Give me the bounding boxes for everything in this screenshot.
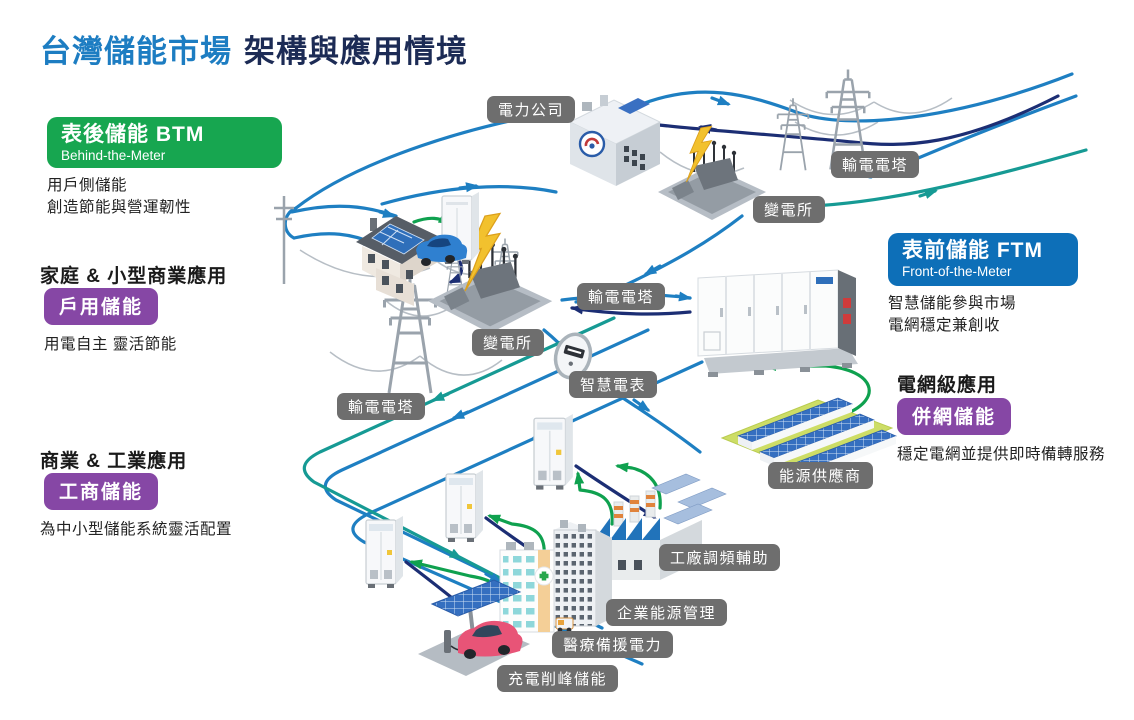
buildings-illustration bbox=[499, 520, 612, 633]
grid-description: 穩定電網並提供即時備轉服務 bbox=[897, 446, 1106, 463]
substation-ne-illustration bbox=[657, 125, 767, 221]
btm-badge: 表後儲能 BTM Behind-the-Meter bbox=[47, 117, 282, 168]
page-title: 台灣儲能市場架構與應用情境 bbox=[40, 26, 468, 71]
residential-heading: 家庭 & 小型商業應用 bbox=[40, 266, 228, 287]
ci-battery-cabinet-3 bbox=[365, 515, 404, 589]
btm-badge-subtitle: Behind-the-Meter bbox=[61, 148, 166, 164]
label-factory-freq-regulation: 工廠調頻輔助 bbox=[659, 544, 781, 571]
ftm-description: 智慧儲能參與市場 電網穩定兼創收 bbox=[888, 295, 1017, 335]
title-rest: 架構與應用情境 bbox=[244, 34, 468, 69]
title-highlight: 台灣儲能市場 bbox=[40, 34, 232, 69]
pink-ev-icon bbox=[458, 620, 523, 659]
commercial-heading: 商業 & 工業應用 bbox=[40, 451, 188, 472]
label-smart-meter: 智慧電表 bbox=[569, 371, 658, 398]
ftm-badge: 表前儲能 FTM Front-of-the-Meter bbox=[888, 233, 1078, 286]
power-flow-lines bbox=[283, 72, 1088, 666]
label-transmission-tower-ne: 輸電電塔 bbox=[831, 151, 920, 178]
btm-description: 用戶側儲能 創造節能與營運韌性 bbox=[47, 177, 192, 217]
power-plant-illustration bbox=[568, 95, 662, 186]
ftm-badge-subtitle: Front-of-the-Meter bbox=[902, 264, 1012, 280]
label-substation-mid: 變電所 bbox=[472, 329, 544, 356]
grid-badge: 併網儲能 bbox=[897, 398, 1012, 435]
commercial-badge: 工商儲能 bbox=[44, 473, 159, 510]
residential-description: 用電自主 靈活節能 bbox=[44, 336, 177, 353]
utility-pole-icon bbox=[272, 194, 296, 286]
label-ev-charging-peak-shaving: 充電削峰儲能 bbox=[497, 665, 619, 692]
label-medical-backup-power: 醫療備援電力 bbox=[552, 631, 674, 658]
label-transmission-tower-w: 輸電電塔 bbox=[337, 393, 426, 420]
ev-charging-canopy-illustration bbox=[418, 579, 530, 676]
ftm-badge-title: 表前儲能 FTM bbox=[902, 239, 1043, 262]
grid-heading: 電網級應用 bbox=[897, 375, 998, 396]
label-power-company: 電力公司 bbox=[487, 96, 576, 123]
commercial-description: 為中小型儲能系統靈活配置 bbox=[40, 521, 233, 538]
label-energy-supplier: 能源供應商 bbox=[768, 462, 873, 489]
label-transmission-tower-mid: 輸電電塔 bbox=[577, 283, 666, 310]
residential-badge: 戶用儲能 bbox=[44, 288, 159, 325]
ftm-battery-container-illustration bbox=[697, 269, 858, 377]
ci-battery-cabinet-1 bbox=[533, 413, 574, 491]
label-enterprise-energy-mgmt: 企業能源管理 bbox=[606, 599, 728, 626]
smart-meter-icon bbox=[553, 332, 593, 380]
btm-badge-title: 表後儲能 BTM bbox=[61, 123, 205, 146]
label-substation-ne: 變電所 bbox=[753, 196, 825, 223]
ci-battery-cabinet-2 bbox=[445, 469, 484, 543]
blue-ev-icon bbox=[416, 234, 468, 266]
